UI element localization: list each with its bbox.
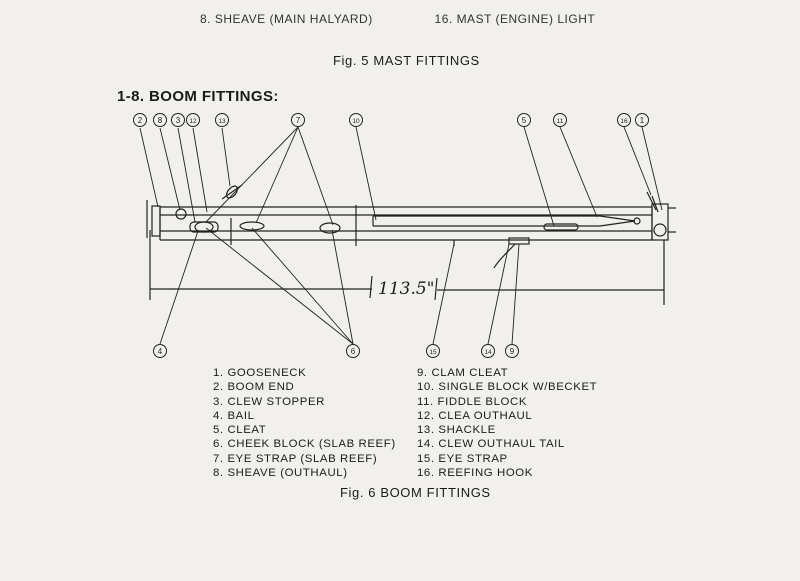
legend-item: 11. FIDDLE BLOCK — [417, 395, 528, 408]
callout-number: 12 — [189, 118, 197, 125]
callout-number: 1 — [640, 116, 645, 125]
legend-item: 5. CLEAT — [213, 424, 267, 437]
legend-item: 8. SHEAVE (OUTHAUL) — [213, 467, 348, 480]
legend-item: 14. CLEW OUTHAUL TAIL — [417, 438, 565, 451]
callout-6: 6 — [346, 344, 360, 358]
callout-16: 16 — [617, 113, 631, 127]
callout-15: 15 — [426, 344, 440, 358]
legend-item: 16. REEFING HOOK — [417, 467, 533, 480]
boom-end-fitting — [146, 200, 219, 238]
legend-item: 2. BOOM END — [213, 381, 295, 394]
cut-off-legend-line: 8. SHEAVE (MAIN HALYARD) 16. MAST (ENGIN… — [200, 12, 653, 26]
boom-body — [159, 206, 653, 241]
callout-3: 3 — [171, 113, 185, 127]
callout-number: 6 — [351, 347, 356, 356]
callout-number: 4 — [158, 347, 163, 356]
legend-right-column: 9. CLAM CLEAT 10. SINGLE BLOCK W/BECKET … — [417, 366, 597, 480]
legend-left-column: 1. GOOSENECK 2. BOOM END 3. CLEW STOPPER… — [213, 366, 396, 480]
dimension-line — [149, 230, 665, 305]
fig5-caption: Fig. 5 MAST FITTINGS — [333, 53, 480, 68]
section-title: 1-8. BOOM FITTINGS: — [117, 88, 279, 105]
callout-7: 7 — [291, 113, 305, 127]
callout-number: 10 — [352, 118, 360, 125]
callout-number: 9 — [510, 347, 515, 356]
callout-9: 9 — [505, 344, 519, 358]
callout-1: 1 — [635, 113, 649, 127]
callout-number: 7 — [296, 116, 301, 125]
callout-4: 4 — [153, 344, 167, 358]
legend-item: 6. CHEEK BLOCK (SLAB REEF) — [213, 438, 396, 451]
legend-item: 4. BAIL — [213, 409, 255, 422]
mid-fittings — [221, 184, 641, 269]
callout-14: 14 — [481, 344, 495, 358]
callout-number: 2 — [138, 116, 143, 125]
leader-lines — [139, 126, 663, 345]
callout-number: 5 — [522, 116, 527, 125]
legend-item: 3. CLEW STOPPER — [213, 395, 325, 408]
callout-10: 10 — [349, 113, 363, 127]
callout-number: 11 — [557, 118, 564, 125]
callout-8: 8 — [153, 113, 167, 127]
cut-legend-item-mast-light: 16. MAST (ENGINE) LIGHT — [434, 12, 596, 26]
callout-12: 12 — [186, 113, 200, 127]
cut-legend-item-sheave: 8. SHEAVE (MAIN HALYARD) — [200, 12, 373, 26]
legend-item: 7. EYE STRAP (SLAB REEF) — [213, 452, 378, 465]
callout-11: 11 — [553, 113, 567, 127]
legend-item: 15. EYE STRAP — [417, 452, 508, 465]
legend-item: 9. CLAM CLEAT — [417, 367, 509, 379]
gooseneck — [646, 191, 676, 241]
callout-number: 14 — [484, 349, 492, 356]
legend-item: 12. CLEA OUTHAUL — [417, 409, 533, 422]
boom-length-dimension: 113.5" — [378, 279, 435, 299]
legend-item: 10. SINGLE BLOCK W/BECKET — [417, 381, 598, 394]
callout-2: 2 — [133, 113, 147, 127]
legend-item: 1. GOOSENECK — [213, 367, 307, 379]
fig6-caption: Fig. 6 BOOM FITTINGS — [340, 485, 491, 500]
callout-5: 5 — [517, 113, 531, 127]
callout-13: 13 — [215, 113, 229, 127]
callout-number: 16 — [620, 118, 628, 125]
callout-number: 13 — [218, 118, 226, 125]
callout-number: 8 — [158, 116, 163, 125]
callout-number: 3 — [176, 116, 181, 125]
callout-number: 15 — [429, 349, 437, 356]
legend-item: 13. SHACKLE — [417, 424, 496, 437]
